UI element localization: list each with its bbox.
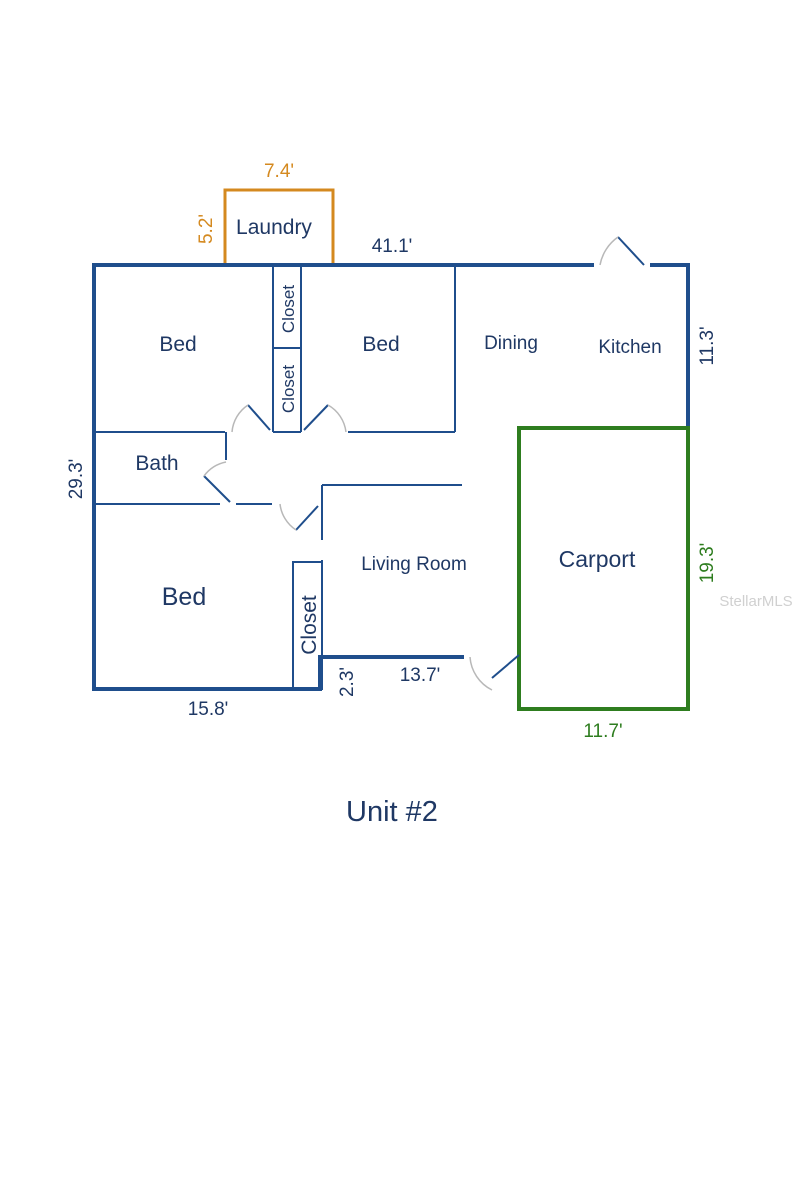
dim-laundry-width: 7.4' xyxy=(264,161,294,182)
bed3-label: Bed xyxy=(162,583,206,611)
door-bed1 xyxy=(231,404,271,433)
carport-outline xyxy=(517,426,690,711)
dining-label: Dining xyxy=(484,333,538,354)
closet3-outline xyxy=(292,561,323,690)
bed2-label: Bed xyxy=(362,333,399,356)
door-kitchen xyxy=(599,236,645,266)
dim-left-depth: 29.3' xyxy=(66,459,87,500)
closet2-label: Closet xyxy=(279,365,298,413)
closet1-label: Closet xyxy=(279,285,298,333)
dim-step-depth: 2.3' xyxy=(337,667,358,697)
dim-living-width: 13.7' xyxy=(400,665,441,686)
dim-bottom-left-width: 15.8' xyxy=(188,699,229,720)
unit-title: Unit #2 xyxy=(346,796,438,828)
door-hall xyxy=(279,503,319,531)
dim-carport-width: 11.7' xyxy=(583,721,622,742)
dim-laundry-depth: 5.2' xyxy=(196,214,217,244)
bed1-label: Bed xyxy=(159,333,196,356)
bath-label: Bath xyxy=(135,452,178,475)
kitchen-label: Kitchen xyxy=(598,337,661,358)
dim-kitchen-depth: 11.3' xyxy=(697,326,718,365)
watermark: StellarMLS xyxy=(719,593,792,610)
door-bath xyxy=(203,461,231,503)
laundry-label: Laundry xyxy=(236,216,312,239)
living-room-label: Living Room xyxy=(361,554,467,575)
door-front xyxy=(469,654,520,691)
dim-top-width: 41.1' xyxy=(372,236,413,257)
dim-carport-depth: 19.3' xyxy=(697,543,718,584)
carport-label: Carport xyxy=(559,546,636,572)
door-bed2 xyxy=(303,404,347,433)
closet3-label: Closet xyxy=(298,595,321,655)
